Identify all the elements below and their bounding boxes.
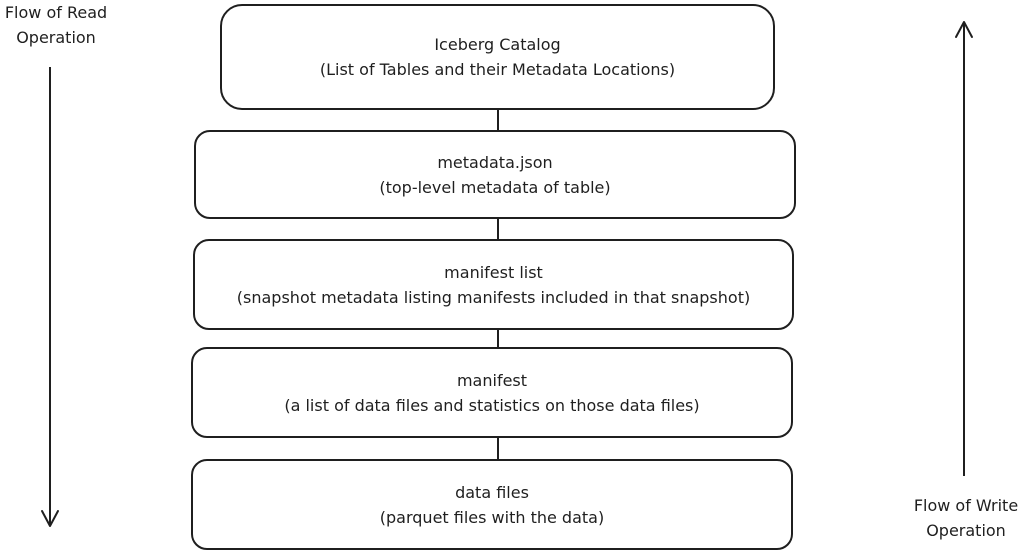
iceberg-catalog-subtitle: (List of Tables and their Metadata Locat… — [319, 60, 676, 79]
read-flow-label-line1: Flow of Read — [4, 3, 108, 22]
iceberg-catalog-title: Iceberg Catalog — [434, 35, 561, 54]
connector-manifest-list-manifest — [497, 328, 499, 349]
read-flow-label-line2: Operation — [16, 28, 96, 47]
read-flow-down-arrow — [41, 67, 59, 527]
metadata-json-box: metadata.json (top-level metadata of tab… — [194, 130, 796, 219]
write-flow-label-line2: Operation — [926, 521, 1006, 540]
write-flow-up-arrow — [955, 21, 973, 476]
manifest-title: manifest — [456, 370, 528, 390]
write-flow-label-line1: Flow of Write — [913, 496, 1019, 515]
manifest-subtitle: (a list of data files and statistics on … — [284, 395, 700, 415]
iceberg-catalog-box: Iceberg Catalog (List of Tables and thei… — [220, 4, 775, 110]
write-flow-label: Flow of Write Operation — [903, 493, 1029, 543]
connector-catalog-metadata — [497, 108, 499, 132]
metadata-json-title: metadata.json — [437, 152, 553, 172]
data-files-subtitle: (parquet files with the data) — [379, 507, 605, 527]
connector-manifest-data-files — [497, 436, 499, 461]
read-flow-label: Flow of Read Operation — [0, 0, 112, 50]
manifest-list-title: manifest list — [444, 262, 543, 282]
manifest-box: manifest (a list of data files and stati… — [191, 347, 793, 438]
data-files-title: data files — [455, 482, 529, 502]
manifest-list-box: manifest list (snapshot metadata listing… — [193, 239, 794, 330]
metadata-json-subtitle: (top-level metadata of table) — [379, 177, 611, 197]
manifest-list-subtitle: (snapshot metadata listing manifests inc… — [236, 287, 751, 307]
data-files-box: data files (parquet files with the data) — [191, 459, 793, 550]
connector-metadata-manifest-list — [497, 217, 499, 241]
